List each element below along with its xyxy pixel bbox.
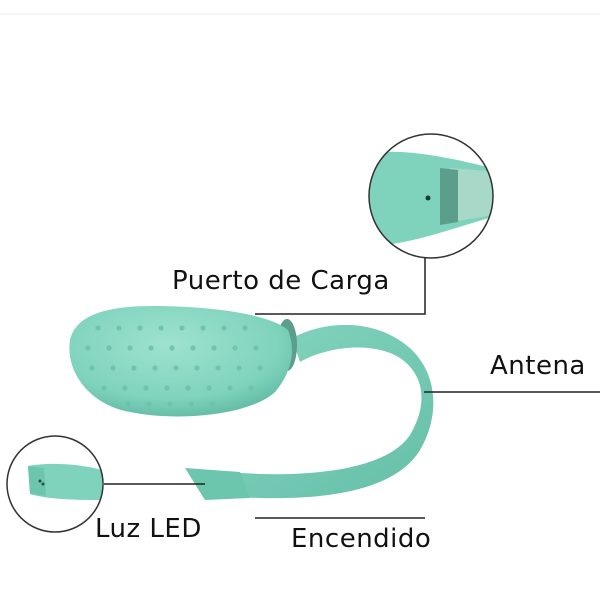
texture-bump bbox=[152, 365, 158, 371]
texture-bump bbox=[194, 365, 200, 371]
texture-bump bbox=[173, 365, 179, 371]
texture-bump bbox=[110, 365, 116, 371]
texture-bump bbox=[200, 325, 206, 331]
texture-bump bbox=[232, 345, 238, 351]
charging-port-leader bbox=[255, 258, 426, 315]
texture-bump bbox=[230, 401, 236, 407]
led-inset-image bbox=[28, 463, 102, 500]
texture-bump bbox=[211, 345, 217, 351]
texture-bump bbox=[85, 345, 91, 351]
led-light-label: Luz LED bbox=[95, 514, 202, 544]
texture-bump bbox=[131, 365, 137, 371]
texture-bump bbox=[206, 385, 212, 391]
texture-bump bbox=[158, 325, 164, 331]
power-label: Encendido bbox=[291, 524, 432, 554]
power-button-tip bbox=[185, 468, 250, 500]
antenna-label: Antena bbox=[490, 351, 586, 381]
texture-bumps bbox=[85, 325, 263, 407]
texture-bump bbox=[169, 345, 175, 351]
texture-bump bbox=[125, 401, 131, 407]
texture-bump bbox=[116, 325, 122, 331]
charging-port-inset-image bbox=[369, 151, 493, 246]
texture-bump bbox=[95, 325, 101, 331]
texture-bump bbox=[190, 345, 196, 351]
texture-bump bbox=[122, 385, 128, 391]
texture-bump bbox=[146, 401, 152, 407]
texture-bump bbox=[227, 385, 233, 391]
texture-bump bbox=[242, 325, 248, 331]
texture-bump bbox=[143, 385, 149, 391]
led-inset-border bbox=[6, 435, 104, 533]
texture-bump bbox=[253, 345, 259, 351]
texture-bump bbox=[148, 345, 154, 351]
texture-bump bbox=[248, 385, 254, 391]
texture-bump bbox=[137, 325, 143, 331]
texture-bump bbox=[209, 401, 215, 407]
texture-bump bbox=[185, 385, 191, 391]
texture-bump bbox=[179, 325, 185, 331]
texture-bump bbox=[101, 385, 107, 391]
texture-bump bbox=[167, 401, 173, 407]
texture-bump bbox=[89, 365, 95, 371]
device-body bbox=[69, 305, 292, 417]
texture-bump bbox=[106, 345, 112, 351]
texture-bump bbox=[236, 365, 242, 371]
texture-bump bbox=[164, 385, 170, 391]
texture-bump bbox=[221, 325, 227, 331]
charging-port-label: Puerto de Carga bbox=[172, 266, 390, 296]
texture-bump bbox=[188, 401, 194, 407]
texture-bump bbox=[257, 365, 263, 371]
charging-port-inset-border bbox=[368, 133, 494, 259]
texture-bump bbox=[127, 345, 133, 351]
texture-bump bbox=[215, 365, 221, 371]
